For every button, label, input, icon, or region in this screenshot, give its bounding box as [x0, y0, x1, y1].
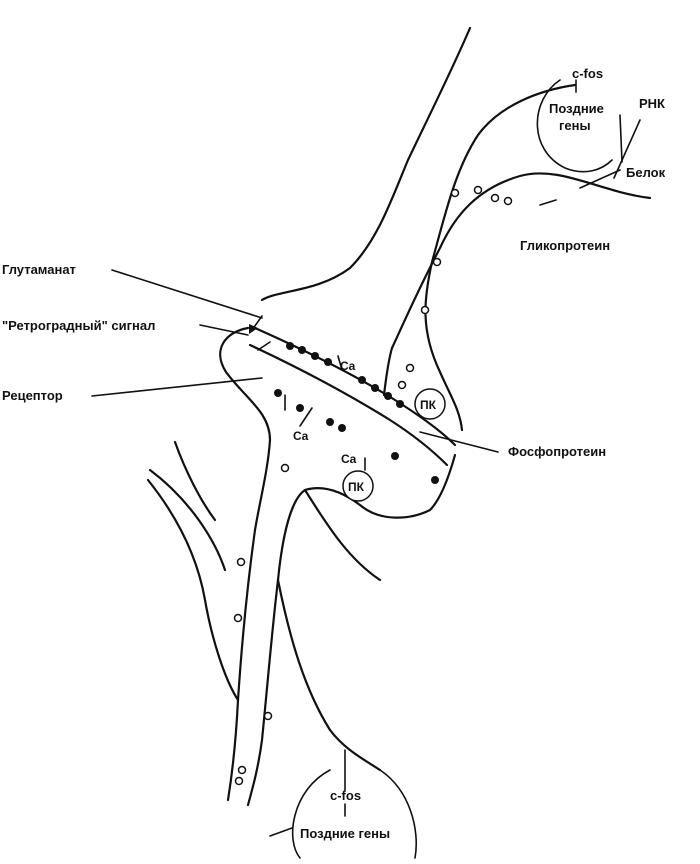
- label-late-genes-top-2: гены: [559, 118, 591, 133]
- label-late-genes-top-1: Поздние: [549, 101, 604, 116]
- vesicle: [239, 767, 246, 774]
- vesicle: [399, 382, 406, 389]
- arrow-protein: [540, 200, 556, 205]
- label-late-genes-bottom: Поздние гены: [300, 826, 390, 841]
- label-ca-1: Ca: [340, 359, 356, 373]
- glutamate-dot: [391, 452, 399, 460]
- leader-receptor: [92, 378, 262, 396]
- cleft-upper-edge: [255, 328, 455, 445]
- vesicle: [236, 778, 243, 785]
- glutamate-dot: [274, 389, 282, 397]
- vesicle: [434, 259, 441, 266]
- glutamate-dot: [286, 342, 294, 350]
- vesicle: [492, 195, 499, 202]
- upper-neuron: [262, 28, 650, 430]
- glutamate-dot: [396, 400, 404, 408]
- dendrite-left-outer: [228, 530, 255, 800]
- label-retrograde-signal: "Ретроградный" сигнал: [2, 318, 155, 333]
- glutamate-dot: [338, 424, 346, 432]
- vesicle: [475, 187, 482, 194]
- vesicle: [422, 307, 429, 314]
- leader-glutamate: [112, 270, 262, 318]
- glutamate-dot: [431, 476, 439, 484]
- glutamate-dot: [326, 418, 334, 426]
- leader-phosphoprotein: [420, 432, 498, 452]
- text-labels: Глутаманат "Ретроградный" сигнал Рецепто…: [2, 66, 666, 841]
- postsyn-outline-left: [220, 328, 270, 530]
- label-pk-1: ПК: [420, 398, 437, 412]
- label-protein: Белок: [626, 165, 666, 180]
- label-glutamate: Глутаманат: [2, 262, 76, 277]
- vesicle: [452, 190, 459, 197]
- glutamate-dot: [384, 392, 392, 400]
- leader-lines: [92, 120, 640, 452]
- label-receptor: Рецептор: [2, 388, 63, 403]
- vesicle: [265, 713, 272, 720]
- vesicle: [407, 365, 414, 372]
- glutamate-dot: [358, 376, 366, 384]
- upper-neuron-outline-right: [392, 173, 650, 348]
- glutamate-dot: [298, 346, 306, 354]
- upper-neuron-outline-inner: [425, 85, 575, 430]
- label-glycoprotein: Гликопротеин: [520, 238, 610, 253]
- glutamate-dot: [311, 352, 319, 360]
- label-cfos-top: c-fos: [572, 66, 603, 81]
- vesicle: [505, 198, 512, 205]
- label-ca-2: Ca: [293, 429, 309, 443]
- arrow-retrograde: [258, 342, 270, 350]
- vesicle: [238, 559, 245, 566]
- nucleus-bottom: [293, 770, 417, 858]
- arrow-bottom-in: [270, 828, 292, 836]
- label-ca-3: Ca: [341, 452, 357, 466]
- label-rna: РНК: [639, 96, 665, 111]
- vesicle: [235, 615, 242, 622]
- dendrite-left-inner: [248, 580, 278, 805]
- arrow-rna: [620, 115, 622, 162]
- label-pk-2: ПК: [348, 480, 365, 494]
- dendrite-right-upper: [305, 490, 380, 580]
- glutamate-dot: [371, 384, 379, 392]
- glutamate-dot: [324, 358, 332, 366]
- side-branch-upper: [175, 442, 215, 520]
- vesicle: [282, 465, 289, 472]
- upper-axon-inner: [384, 348, 392, 395]
- label-cfos-bottom: c-fos: [330, 788, 361, 803]
- label-phosphoprotein: Фосфопротеин: [508, 444, 606, 459]
- glutamate-dot: [296, 404, 304, 412]
- dendrite-right-branch: [278, 580, 380, 770]
